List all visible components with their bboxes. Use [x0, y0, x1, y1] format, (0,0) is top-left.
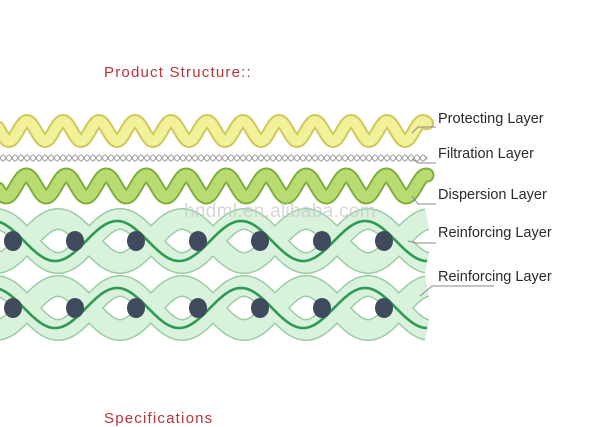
leader-line-4 — [407, 240, 436, 244]
protecting-layer-graphic — [0, 113, 434, 149]
weave-2-dot-6 — [313, 298, 331, 318]
filtration-wire-a — [0, 154, 428, 162]
reinforcing-layer-2-graphic — [0, 274, 430, 342]
weave-2-wire — [0, 286, 428, 330]
label-filtration-layer: Filtration Layer — [438, 146, 534, 162]
weave-2-dot-1 — [4, 298, 22, 318]
filtration-layer-graphic — [0, 154, 428, 162]
weave-2-dot-3 — [127, 298, 145, 318]
protecting-band-fill — [0, 115, 432, 147]
leader-line-3 — [411, 195, 436, 205]
specifications-heading: Specifications — [104, 410, 214, 427]
weave-2-dot-5 — [251, 298, 269, 318]
weave-2-dot-4 — [189, 298, 207, 318]
weave-1-dot-6 — [313, 231, 331, 251]
weave-1-wire — [0, 219, 428, 263]
weave-1-dot-7 — [375, 231, 393, 251]
weave-1-dot-2 — [66, 231, 84, 251]
label-reinforcing-layer-1: Reinforcing Layer — [438, 225, 552, 241]
leader-line-2 — [411, 158, 436, 164]
weave-2-dot-7 — [375, 298, 393, 318]
weave-2-dot-2 — [66, 298, 84, 318]
label-reinforcing-layer-2: Reinforcing Layer — [438, 269, 552, 285]
leader-lines — [407, 126, 494, 297]
diagram-heading: Product Structure:: — [104, 64, 252, 81]
leader-line-5 — [419, 285, 494, 297]
weave-1-dot-5 — [251, 231, 269, 251]
filtration-wire-b — [0, 154, 428, 162]
dispersion-layer-graphic — [0, 167, 435, 205]
watermark-text: hndml.en.alibaba.com — [184, 201, 376, 222]
weave-1-dot-3 — [127, 231, 145, 251]
reinforcing-layer-1-graphic — [0, 207, 430, 275]
dispersion-band-fill — [0, 169, 433, 203]
weave-1-dot-4 — [189, 231, 207, 251]
weave-1-dot-1 — [4, 231, 22, 251]
label-dispersion-layer: Dispersion Layer — [438, 187, 547, 203]
label-protecting-layer: Protecting Layer — [438, 111, 544, 127]
leader-line-1 — [411, 126, 436, 134]
